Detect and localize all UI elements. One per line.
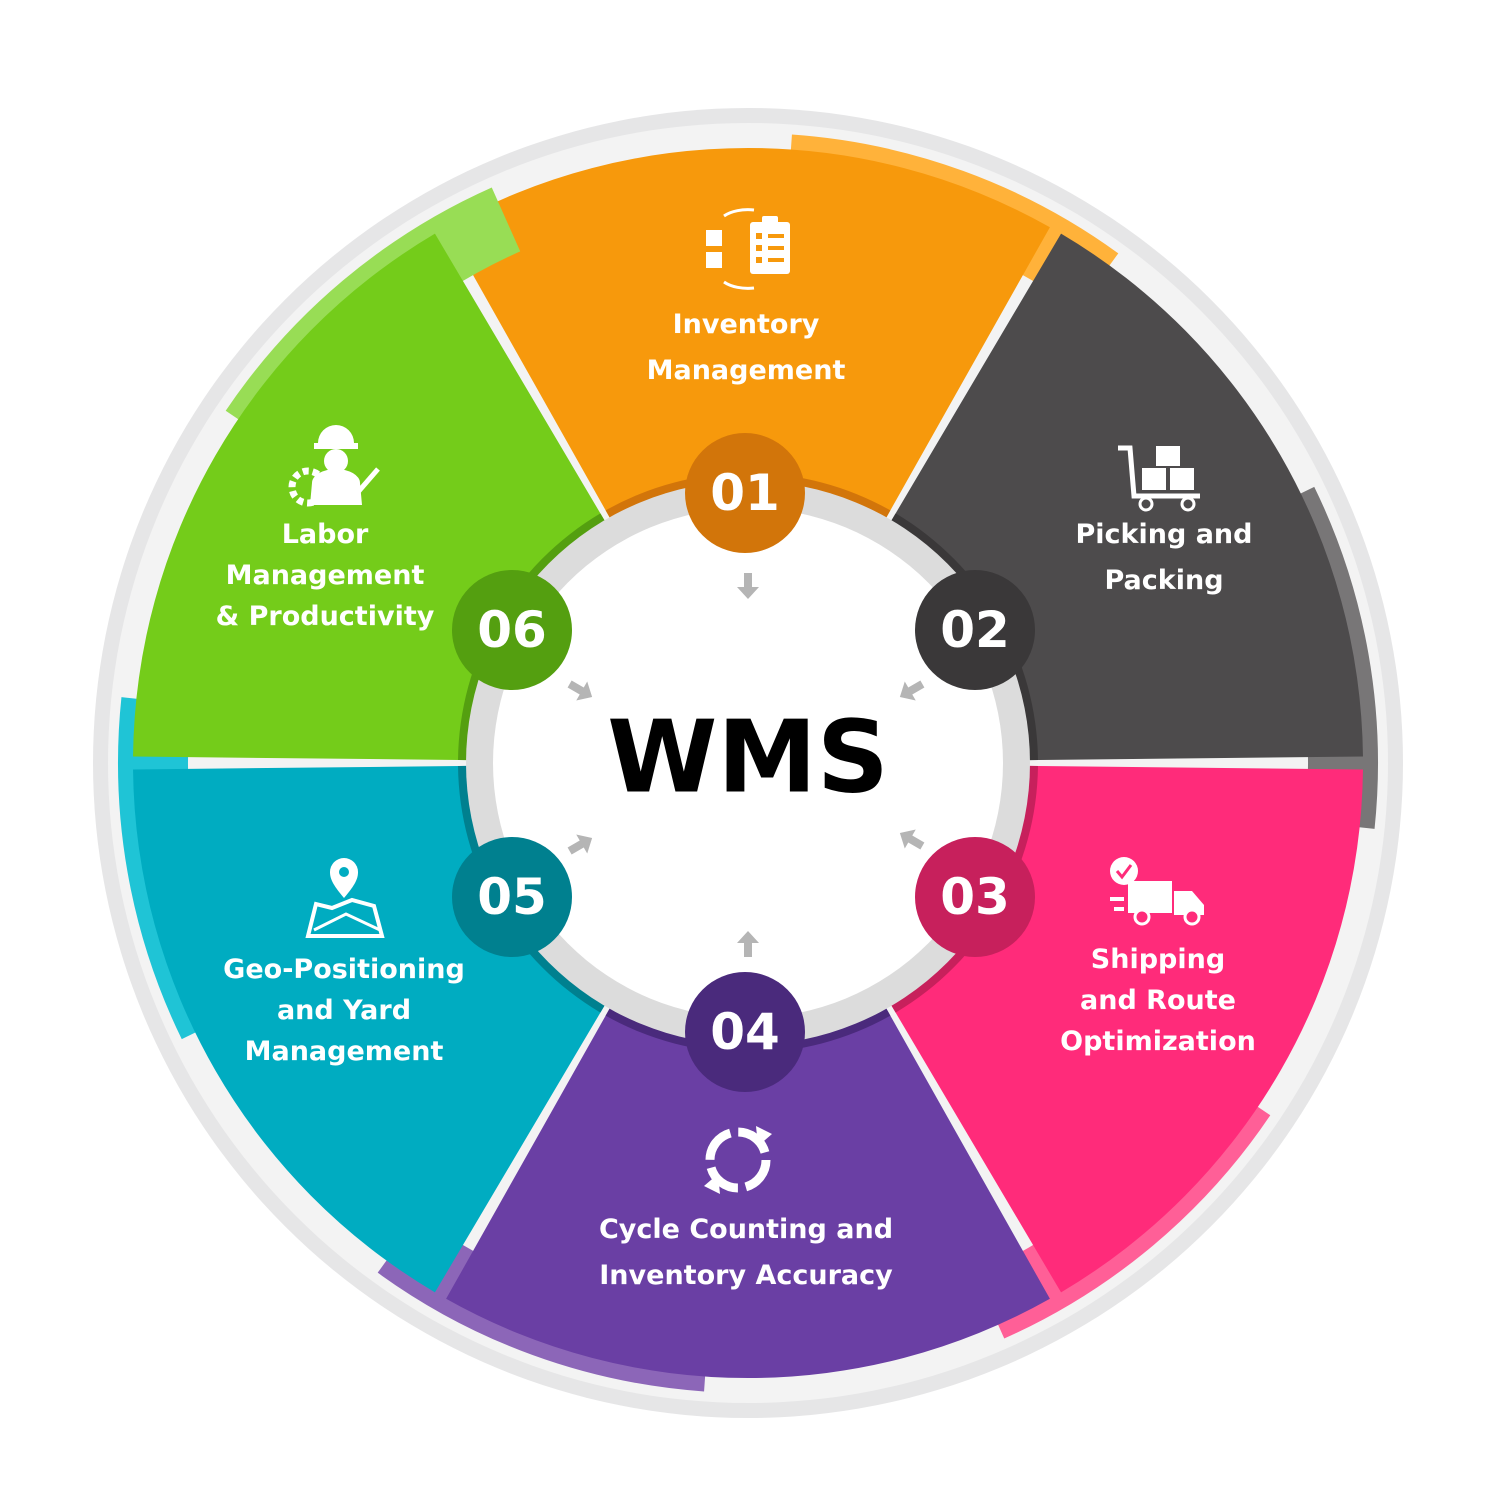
inward-arrow-icon bbox=[737, 573, 759, 599]
step-badge-05: 05 bbox=[452, 837, 572, 957]
inventory-clipboard-icon bbox=[706, 208, 790, 290]
inward-arrow-icon bbox=[567, 680, 593, 701]
step-badge-06: 06 bbox=[452, 570, 572, 690]
inward-arrow-icon bbox=[899, 680, 925, 701]
step-number: 06 bbox=[477, 601, 547, 659]
step-badge-03: 03 bbox=[915, 837, 1035, 957]
center-title: WMS bbox=[607, 699, 889, 816]
arrows-layer bbox=[567, 573, 925, 957]
step-number: 05 bbox=[477, 868, 547, 926]
step-badge-01: 01 bbox=[685, 433, 805, 553]
step-number: 04 bbox=[710, 1003, 780, 1061]
center-circle bbox=[493, 508, 1003, 1018]
step-number: 02 bbox=[940, 601, 1010, 659]
step-number: 03 bbox=[940, 868, 1010, 926]
step-badge-02: 02 bbox=[915, 570, 1035, 690]
inward-arrow-icon bbox=[737, 931, 759, 957]
trolley-boxes-icon bbox=[1118, 445, 1200, 512]
cycle-arrows-icon bbox=[704, 1126, 772, 1194]
map-pin-icon bbox=[305, 858, 385, 938]
inward-arrow-icon bbox=[567, 834, 593, 855]
delivery-truck-icon bbox=[1110, 857, 1204, 926]
badges-layer: 01 02 03 04 05 06 bbox=[452, 433, 1035, 1092]
segment-wedge bbox=[446, 148, 1050, 541]
step-number: 01 bbox=[710, 464, 780, 522]
inward-arrow-icon bbox=[899, 829, 925, 850]
worker-gear-icon bbox=[288, 425, 380, 507]
step-badge-04: 04 bbox=[685, 972, 805, 1092]
